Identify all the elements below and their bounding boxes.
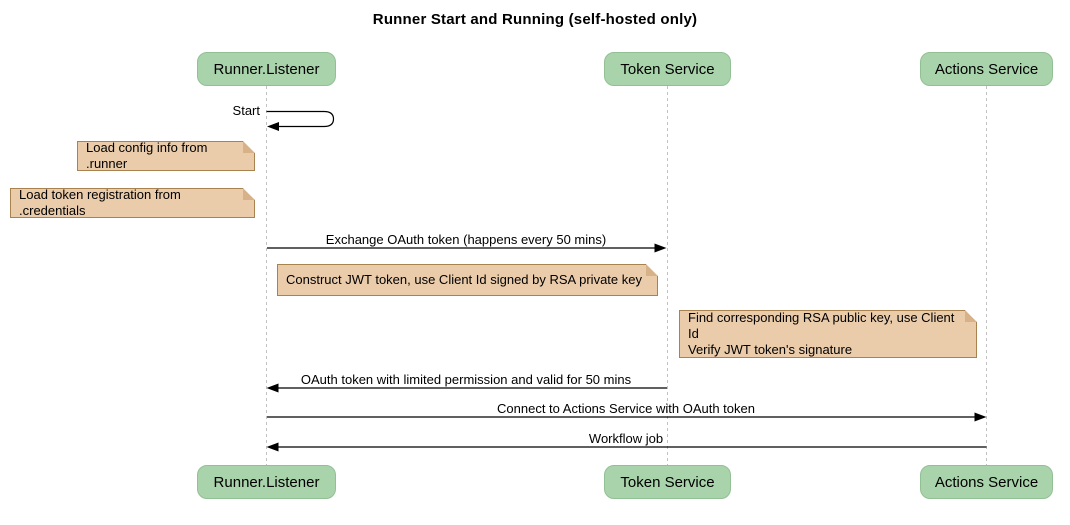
note-fold-cut xyxy=(243,141,255,153)
note-text: Construct JWT token, use Client Id signe… xyxy=(286,272,642,287)
note-verify-jwt: Find corresponding RSA public key, use C… xyxy=(679,310,977,358)
participant-token-service-bottom: Token Service xyxy=(604,465,731,499)
message-start-label: Start xyxy=(232,103,260,118)
participant-actions-service-top: Actions Service xyxy=(920,52,1053,86)
note-fold-cut xyxy=(243,188,255,200)
note-text: Load token registration from .credential… xyxy=(19,187,181,218)
message-exchange-oauth-label: Exchange OAuth token (happens every 50 m… xyxy=(325,232,607,247)
participant-token-service-top: Token Service xyxy=(604,52,731,86)
note-text: Load config info from .runner xyxy=(86,140,208,171)
note-fold-cut xyxy=(646,264,658,276)
participant-runner-listener-top: Runner.Listener xyxy=(197,52,336,86)
message-oauth-return-label: OAuth token with limited permission and … xyxy=(300,372,632,387)
message-connect-actions-label: Connect to Actions Service with OAuth to… xyxy=(497,401,755,416)
note-load-config: Load config info from .runner xyxy=(77,140,255,171)
arrowhead-exchange-oauth xyxy=(654,243,667,253)
note-fold-cut xyxy=(965,310,977,322)
message-workflow-job-label: Workflow job xyxy=(588,431,664,446)
note-construct-jwt: Construct JWT token, use Client Id signe… xyxy=(277,264,658,296)
arrowhead-oauth-return xyxy=(266,383,279,393)
arrowhead-workflow-job xyxy=(266,442,279,452)
note-text: Find corresponding RSA public key, use C… xyxy=(688,310,955,357)
participant-runner-listener-bottom: Runner.Listener xyxy=(197,465,336,499)
self-arrow-start xyxy=(266,110,335,128)
arrowhead-start xyxy=(267,122,279,131)
diagram-title: Runner Start and Running (self-hosted on… xyxy=(372,11,698,28)
note-load-token-registration: Load token registration from .credential… xyxy=(10,187,255,218)
arrowhead-connect-actions xyxy=(974,412,987,422)
participant-actions-service-bottom: Actions Service xyxy=(920,465,1053,499)
